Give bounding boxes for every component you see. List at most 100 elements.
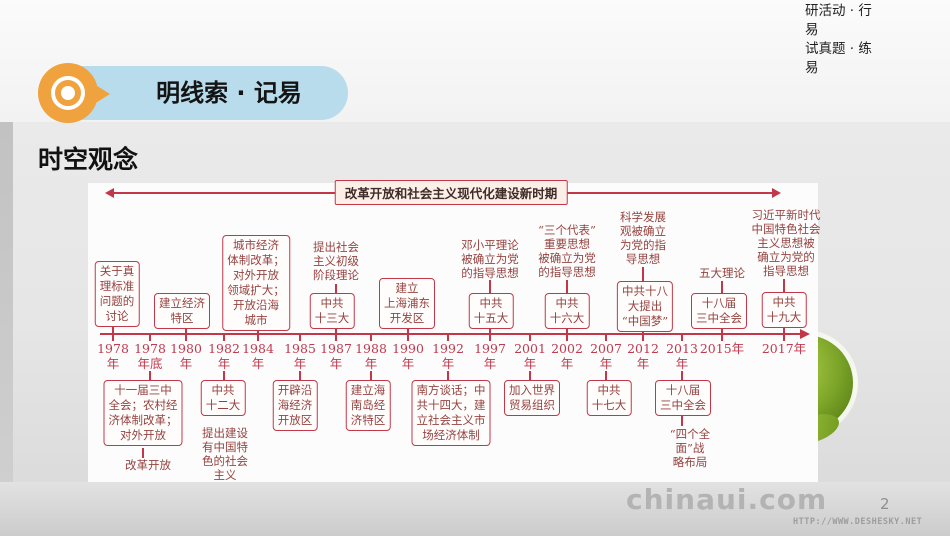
connector [447,371,449,381]
event-box: 中共 十五大 [468,293,514,329]
year-label: 1980 年 [170,341,202,371]
annotation: “三个代表” 重要思想 被确立为党 的指导思想 [538,223,596,279]
connector [370,371,372,381]
pin-icon-ring [51,76,85,110]
event-box: 关于真 理标准 问题的 讨论 [94,261,140,327]
page-number: 2 [880,495,890,513]
axis-arrow-icon [800,329,810,339]
era-title: 改革开放和社会主义现代化建设新时期 [334,180,568,205]
event-box: 开辟沿 海经济 开放区 [272,380,318,431]
year-label: 2007 年 [590,341,622,371]
axis-tick [335,334,337,341]
annotation: 改革开放 [125,458,171,472]
axis-tick [721,334,723,341]
connector [112,325,114,335]
year-label: 1984 年 [242,341,274,371]
event-box: 加入世界 贸易组织 [504,380,560,416]
year-label: 1997 年 [474,341,506,371]
event-box: 中共十八 大提出 “中国梦” [616,281,674,332]
year-label: 1992 年 [432,341,464,371]
left-edge-strip [0,122,13,482]
footer-band [0,482,950,536]
year-label: 1978 年底 [134,341,166,371]
connector [566,280,568,293]
pin-icon-dot [61,86,75,100]
event-box: 中共 十三大 [309,293,355,329]
year-label: 2015年 [699,341,745,356]
annotation: 习近平新时代 中国特色社会 主义思想被 确立为党的 指导思想 [751,208,821,278]
era-line [565,192,774,194]
watermark-logo: chinaui.com [626,483,828,516]
timeline-axis [100,333,802,335]
connector [605,371,607,381]
corner-line: 试真题 · 练 [805,41,872,57]
axis-tick [257,334,259,341]
axis-tick [681,334,683,341]
corner-links: 研活动 · 行 易 试真题 · 练 易 [805,2,945,78]
axis-tick [489,334,491,341]
event-box: 建立海 南岛经 济特区 [345,380,391,431]
connector [566,325,568,335]
connector [489,280,491,293]
axis-tick [783,334,785,341]
year-label: 2002 年 [551,341,583,371]
year-label: 1978 年 [97,341,129,371]
year-label: 1985 年 [284,341,316,371]
event-box: 中共 十六大 [544,293,590,329]
era-line [113,192,339,194]
event-box: 建立经济 特区 [154,293,210,329]
year-label: 2017年 [761,341,807,356]
year-label: 1987 年 [320,341,352,371]
corner-line: 易 [805,60,819,76]
connector [721,325,723,335]
connector [335,284,337,293]
axis-tick [642,334,644,341]
era-arrow-left-icon [105,188,114,198]
connector [681,371,683,381]
annotation: 邓小平理论 被确立为党 的指导思想 [461,238,519,280]
connector [681,413,683,426]
connector [142,448,144,458]
year-label: 1982 年 [208,341,240,371]
annotation: 提出建设 有中国特 色的社会 主义 [202,426,248,482]
event-box: 十八届 三中全会 [655,380,711,416]
event-box: 城市经济 体制改革； 对外开放 领域扩大； 开放沿海 城市 [222,235,290,331]
connector [489,325,491,335]
connector [149,371,151,381]
year-label: 1990 年 [392,341,424,371]
event-box: 十八届 三中全会 [691,293,747,329]
axis-tick [370,334,372,341]
year-label: 2001 年 [514,341,546,371]
axis-tick [566,334,568,341]
connector [783,325,785,335]
annotation: 科学发展 观被确立 为党的指 导思想 [620,210,666,266]
year-label: 2012 年 [627,341,659,371]
axis-tick [299,334,301,341]
axis-tick [185,334,187,341]
pin-icon-point [94,84,110,104]
annotation: 提出社会 主义初级 阶段理论 [313,240,359,282]
section-banner-label: 明线索 · 记易 [156,79,302,107]
connector [783,279,785,292]
connector [335,325,337,335]
axis-tick [605,334,607,341]
annotation: 五大理论 [699,266,745,280]
year-label: 2013 年 [666,341,698,371]
connector [721,281,723,293]
axis-tick [112,334,114,341]
event-box: 中共 十七大 [586,380,632,416]
corner-line: 研活动 · 行 [805,3,872,19]
event-box: 中共 十九大 [761,292,807,328]
axis-tick [407,334,409,341]
page-title: 时空观念 [38,145,139,174]
event-box: 南方谈话；中 共十四大，建 立社会主义市 场经济体制 [411,380,491,446]
corner-line: 易 [805,22,819,38]
connector [407,325,409,335]
event-box: 十一届三中 全会；农村经 济体制改革； 对外开放 [103,380,183,446]
connector [642,267,644,281]
connector [185,325,187,335]
year-label: 1988 年 [355,341,387,371]
axis-tick [447,334,449,341]
axis-tick [149,334,151,341]
